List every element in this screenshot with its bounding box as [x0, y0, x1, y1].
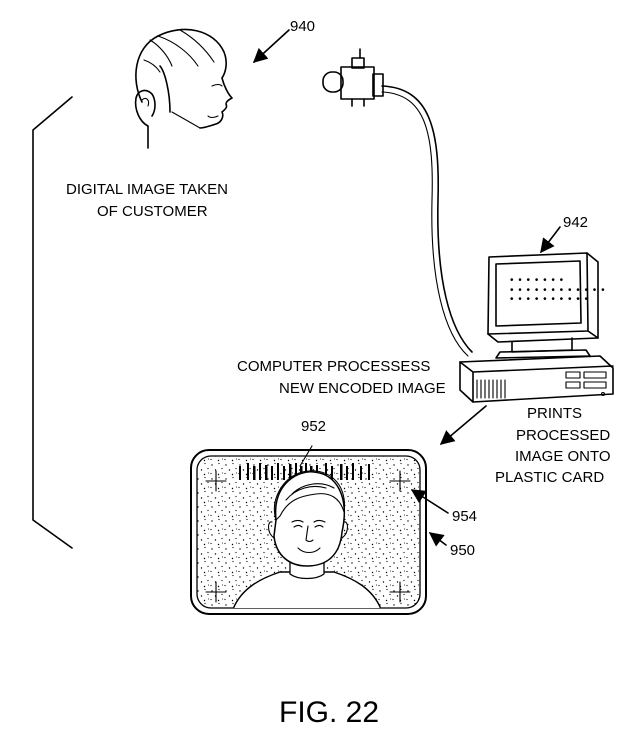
plastic-card: [191, 450, 426, 614]
figure-caption: FIG. 22: [279, 696, 379, 729]
prints-label-line4: PLASTIC CARD: [495, 469, 604, 486]
svg-text:• • • • • • • • • •: • • • • • • • • • •: [510, 294, 589, 305]
ref-940: 940: [290, 18, 315, 35]
computer-label-line2: NEW ENCODED IMAGE: [279, 380, 446, 397]
ref-942: 942: [563, 214, 588, 231]
prints-arrow: [441, 406, 486, 444]
customer-head-illustration: [136, 29, 232, 148]
prints-label-line1: PRINTS: [527, 405, 582, 422]
camera-illustration: [323, 49, 383, 106]
ref-952: 952: [301, 418, 326, 435]
prints-label-line3: IMAGE ONTO: [515, 448, 611, 465]
screen-dots: • • • • • • • • • • • • • • • • • • • • …: [510, 275, 606, 305]
computer-illustration: • • • • • • • • • • • • • • • • • • • • …: [460, 253, 613, 402]
computer-label-line1: COMPUTER PROCESSESS: [237, 358, 430, 375]
ref-950: 950: [450, 542, 475, 559]
ref-954: 954: [452, 508, 477, 525]
left-bracket-line: [33, 97, 72, 548]
customer-arrow: [254, 30, 289, 62]
customer-label-line2: OF CUSTOMER: [97, 203, 208, 220]
card-arrow: [430, 533, 446, 545]
customer-label-line1: DIGITAL IMAGE TAKEN: [66, 181, 228, 198]
camera-cable: [382, 86, 472, 352]
camera-cable-inner: [382, 92, 468, 356]
vent-slots: [477, 380, 505, 398]
prints-label-line2: PROCESSED: [516, 427, 610, 444]
computer-arrow: [541, 227, 560, 252]
